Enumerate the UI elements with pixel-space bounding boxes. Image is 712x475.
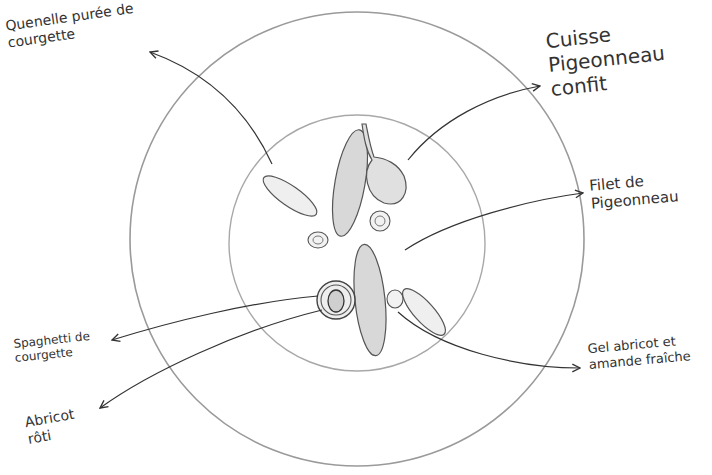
dish-annotation: Cuisse Pigeonneau confit	[545, 15, 687, 101]
abricot	[328, 290, 344, 312]
dish-annotation: Abricot rôti	[24, 402, 99, 447]
garnish-dot	[313, 236, 323, 244]
spaghetti-nest	[321, 285, 351, 315]
amande	[396, 283, 451, 341]
leader-line	[405, 193, 583, 250]
leader-line	[408, 86, 540, 160]
dish-annotation: Quenelle purée de courgette	[4, 0, 147, 51]
leader-line	[112, 296, 318, 340]
gel-dot	[387, 290, 403, 308]
leader-line	[150, 52, 272, 164]
plate-rim	[130, 12, 584, 466]
cuisse	[362, 124, 406, 204]
dish-annotation: Filet de Pigeonneau	[589, 167, 702, 212]
garnish-dot	[308, 232, 328, 248]
garnish-dot	[375, 216, 385, 226]
spaghetti-nest	[317, 281, 355, 319]
garnish-dot	[370, 211, 390, 231]
leader-line	[100, 310, 322, 408]
dish-annotation: Spaghetti de courgette	[13, 327, 111, 366]
leader-line	[398, 312, 580, 368]
quenelle	[258, 169, 322, 222]
dish-annotation: Gel abricot et amande fraîche	[587, 331, 707, 372]
